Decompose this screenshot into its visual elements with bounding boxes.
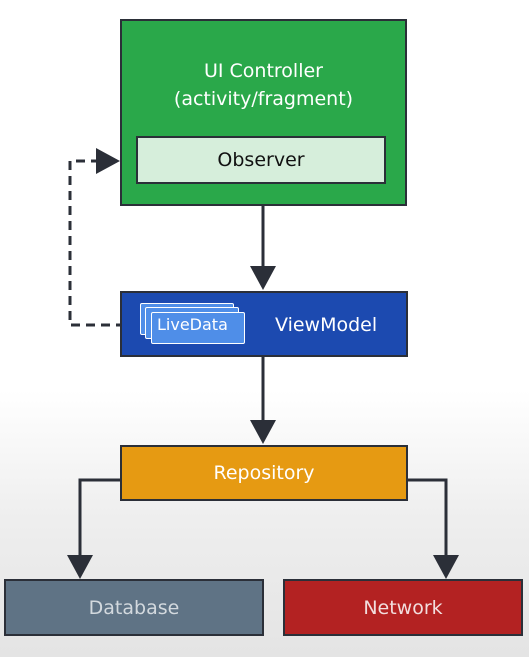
livedata-stack-card-front (151, 312, 245, 344)
arrowhead-controller-to-viewmodel (250, 266, 276, 290)
ui-controller-title: UI Controller (activity/fragment) (122, 57, 405, 113)
network-label: Network (363, 596, 443, 619)
observe-dashed-line (68, 159, 140, 327)
viewmodel-label: ViewModel (275, 314, 378, 336)
arrow-repository-to-network (408, 478, 448, 555)
observer-label: Observer (217, 149, 305, 171)
network-box: Network (283, 579, 523, 636)
database-label: Database (88, 596, 180, 619)
repository-box: Repository (120, 445, 408, 501)
observer-box: Observer (136, 136, 386, 184)
livedata-label: LiveData (157, 315, 228, 334)
arrowhead-viewmodel-to-repository (250, 420, 276, 444)
arrowhead-repository-to-database (67, 555, 93, 579)
arrowhead-repository-to-network (433, 555, 459, 579)
arrow-repository-to-database (78, 478, 120, 555)
ui-controller-title-line1: UI Controller (203, 60, 323, 82)
repository-label: Repository (213, 462, 315, 484)
ui-controller-title-line2: (activity/fragment) (173, 88, 354, 110)
database-box: Database (4, 579, 264, 636)
observe-arrowhead (96, 148, 120, 174)
